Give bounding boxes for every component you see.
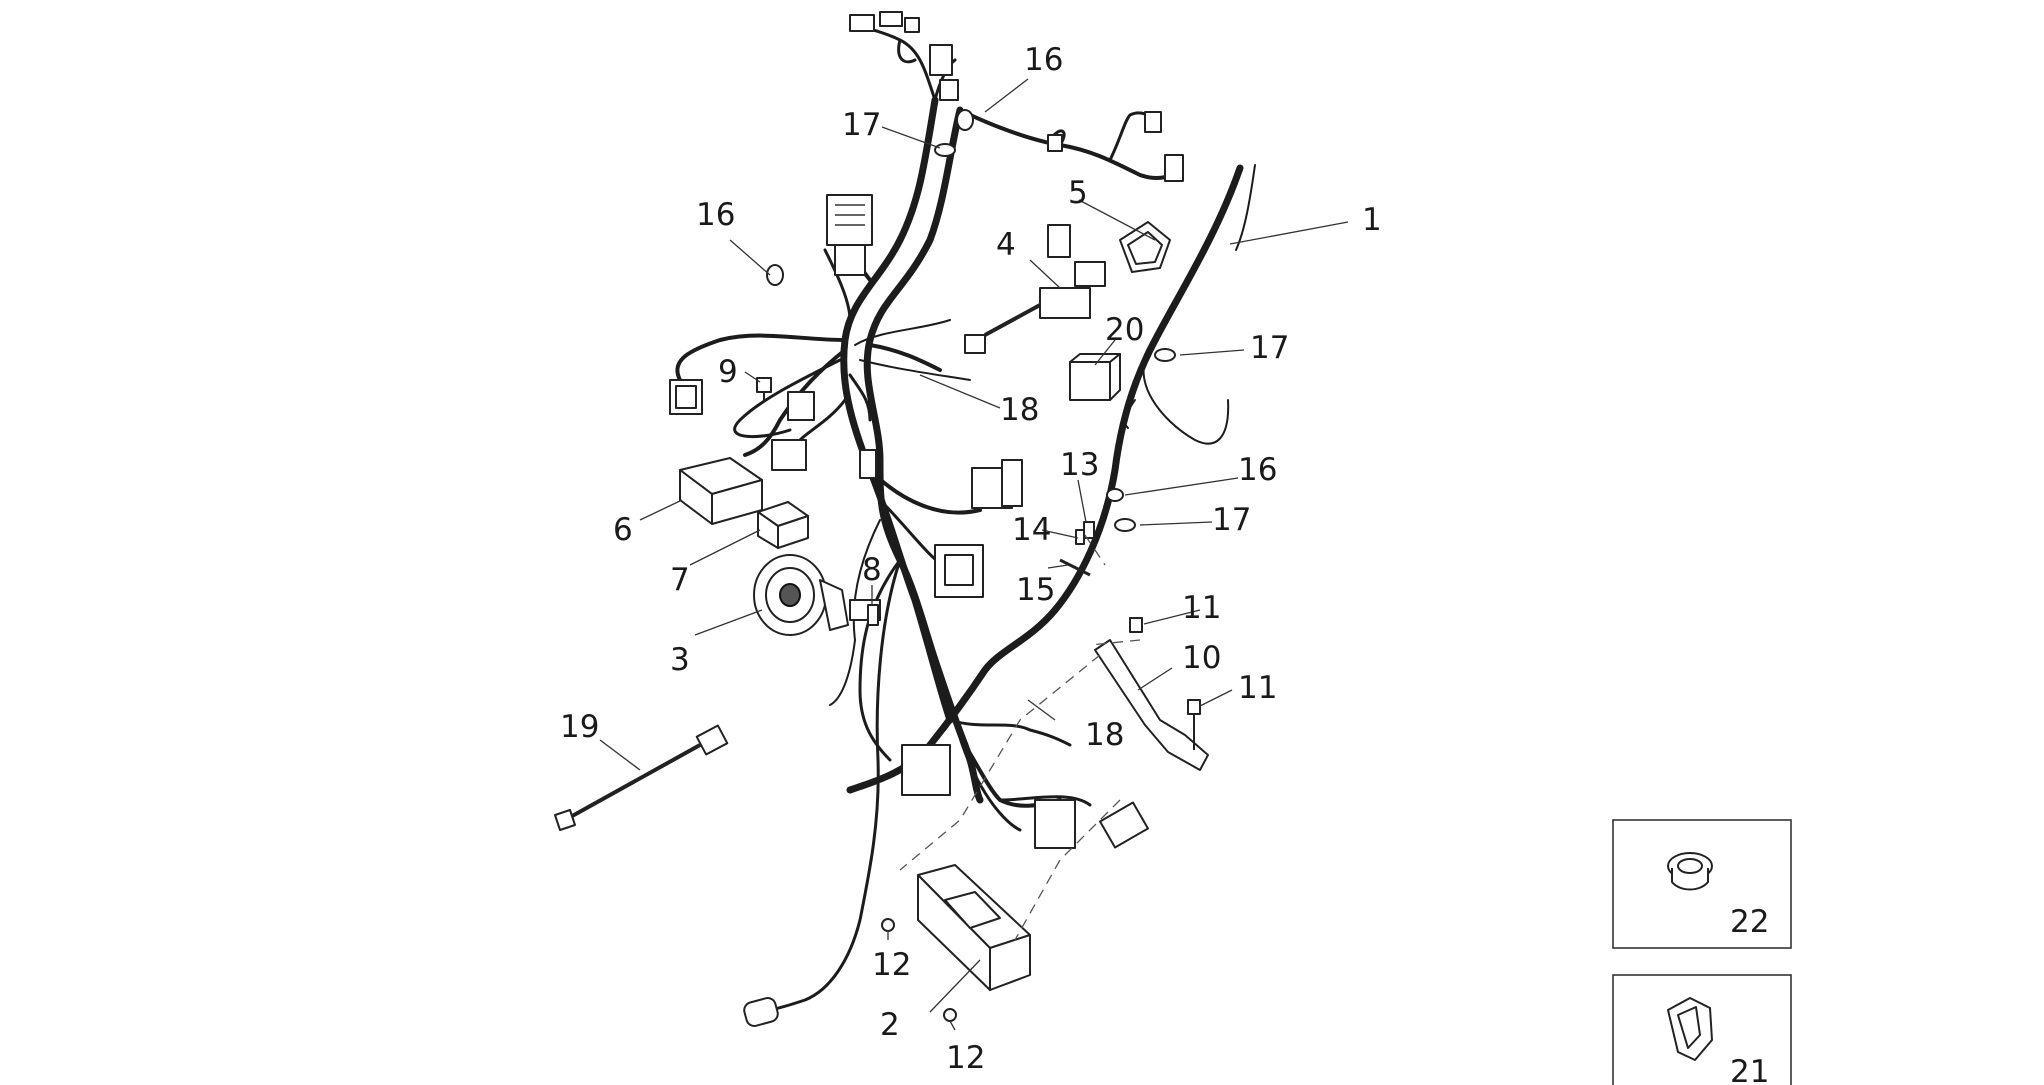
top-connectors xyxy=(849,11,1184,182)
callout-7: 7 xyxy=(670,562,690,598)
callout-17-upper-right: 17 xyxy=(1250,330,1289,366)
part-2-ecu xyxy=(917,864,1031,991)
callout-16-left: 16 xyxy=(696,197,735,233)
callout-1: 1 xyxy=(1362,202,1382,238)
part-6-module xyxy=(679,457,763,525)
callout-15: 15 xyxy=(1016,572,1055,608)
leader-lines xyxy=(599,78,1349,1031)
callout-10: 10 xyxy=(1182,640,1221,676)
callout-11-upper: 11 xyxy=(1182,590,1221,626)
callout-13: 13 xyxy=(1060,447,1099,483)
callout-3: 3 xyxy=(670,642,690,678)
callout-8: 8 xyxy=(862,552,882,588)
bottom-sensor xyxy=(743,997,779,1027)
part-11-bolts xyxy=(1129,617,1201,750)
part-10-bracket xyxy=(1094,639,1209,771)
harness-clips xyxy=(766,109,1176,532)
central-connectors xyxy=(771,391,1149,849)
callout-17-lower-right: 17 xyxy=(1212,502,1251,538)
part-20-relay xyxy=(1069,353,1121,401)
callout-6: 6 xyxy=(613,512,633,548)
callout-18-upper: 18 xyxy=(1000,392,1039,428)
callout-9: 9 xyxy=(718,354,738,390)
callout-12-lower: 12 xyxy=(946,1040,985,1076)
assembly-dashed-lines xyxy=(899,534,1141,941)
part-3-horn xyxy=(753,554,881,636)
part-19-sensor-cable xyxy=(554,724,729,831)
part-9-fuse xyxy=(756,377,772,402)
callout-19: 19 xyxy=(560,709,599,745)
part-8-bracket xyxy=(867,604,879,626)
callout-21: 21 xyxy=(1730,1054,1769,1085)
callout-11-lower: 11 xyxy=(1238,670,1277,706)
parts-13-14-15-fuses xyxy=(1059,521,1095,577)
callout-labels: 1 2 3 4 5 6 7 8 9 10 11 11 12 12 13 14 1… xyxy=(560,42,1382,1076)
callout-16-right: 16 xyxy=(1238,452,1277,488)
callout-14: 14 xyxy=(1012,512,1051,548)
callout-12-upper: 12 xyxy=(872,947,911,983)
inset-part-21: 21 xyxy=(1612,974,1792,1085)
callout-22: 22 xyxy=(1730,904,1769,940)
callout-4: 4 xyxy=(996,227,1016,263)
callout-5: 5 xyxy=(1068,175,1088,211)
part-5-boot xyxy=(1119,221,1171,273)
callout-20: 20 xyxy=(1105,312,1144,348)
inset-part-22: 22 xyxy=(1612,819,1792,949)
part-4-connector-assembly xyxy=(964,224,1106,354)
multi-pin-connector xyxy=(826,194,873,276)
part-12-screws xyxy=(881,918,957,1022)
left-connector xyxy=(669,379,703,415)
callout-16-top: 16 xyxy=(1024,42,1063,78)
callout-18-lower: 18 xyxy=(1085,717,1124,753)
callout-2: 2 xyxy=(880,1007,900,1043)
callout-17-top: 17 xyxy=(842,107,881,143)
part-7-small-module xyxy=(757,501,809,549)
